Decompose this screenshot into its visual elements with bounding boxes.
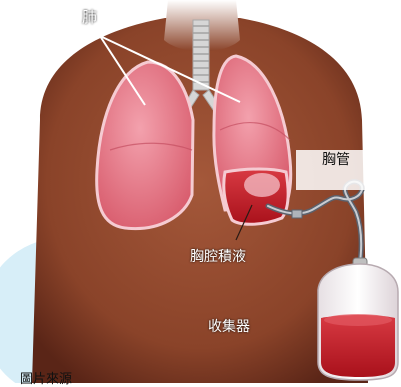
label-source: 圖片來源 — [20, 373, 72, 386]
label-collection-bag: 收集器 — [208, 320, 250, 334]
label-pleural-effusion: 胸腔積液 — [190, 250, 246, 264]
label-lung: 肺 — [82, 10, 97, 25]
collection-bag — [318, 258, 398, 380]
label-chest-tube: 胸管 — [322, 153, 350, 167]
